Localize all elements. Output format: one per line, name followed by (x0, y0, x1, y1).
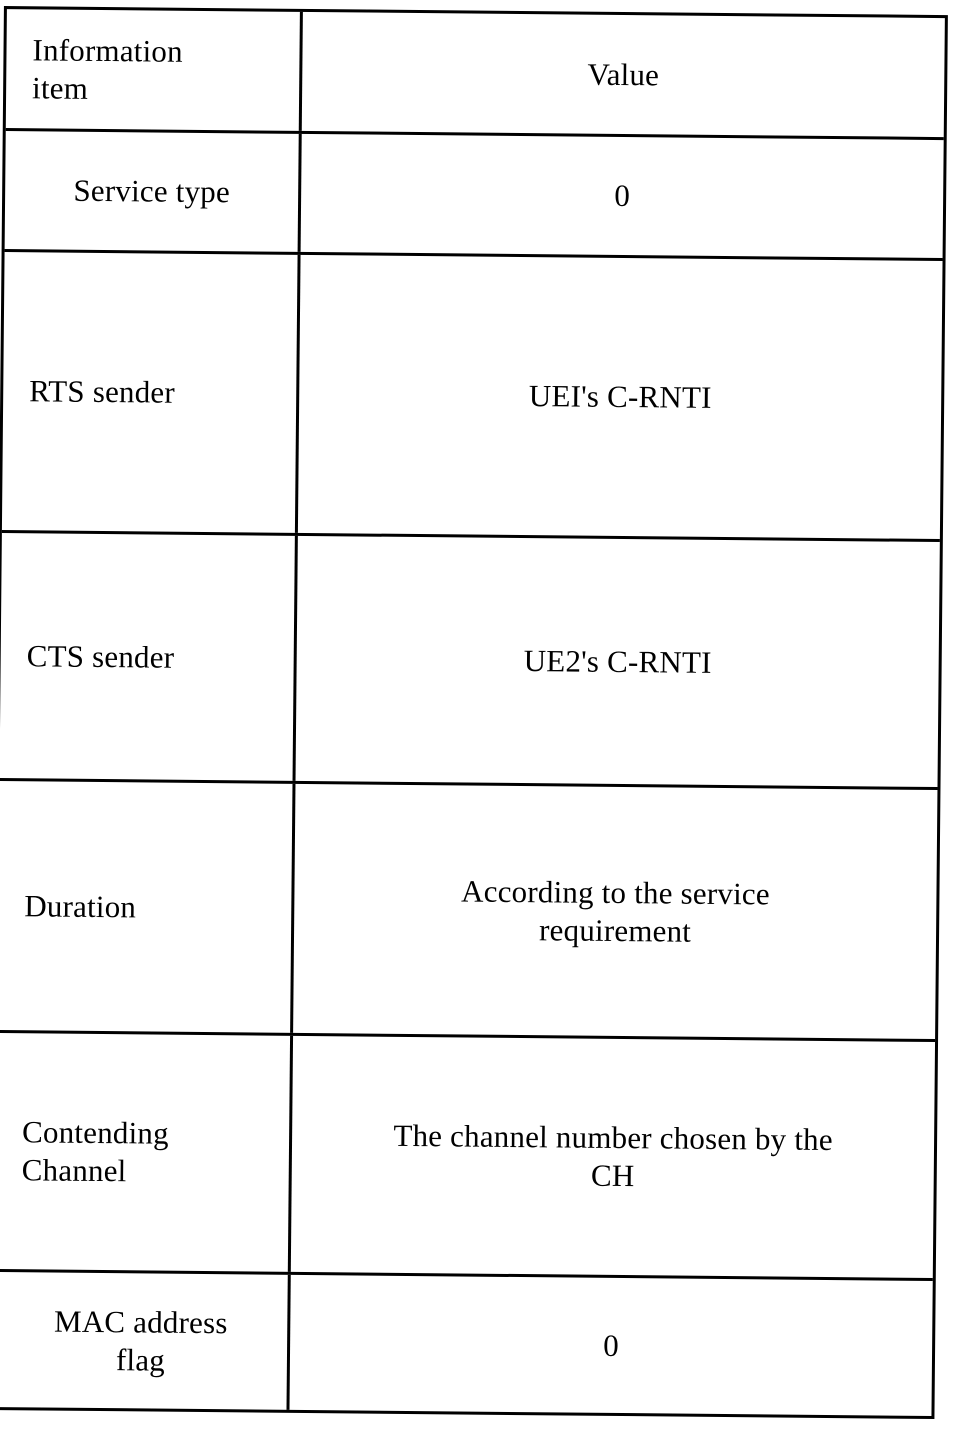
row-value-text: UEI's C-RNTI (528, 378, 712, 415)
row-value-text: 0 (603, 1327, 620, 1363)
table-row: CTS sender UE2's C-RNTI (0, 533, 940, 791)
row-label-cell: Duration (0, 781, 296, 1033)
table-row: RTS sender UEI's C-RNTI (1, 252, 943, 543)
row-value-text: UE2's C-RNTI (523, 642, 712, 680)
row-value-cell: According to the service requirement (293, 784, 937, 1039)
table-row: MAC address flag 0 (0, 1272, 933, 1416)
row-value-cell: The channel number chosen by the CH (291, 1036, 935, 1278)
row-label-cell: Service type (4, 131, 302, 252)
row-label-text: Duration (24, 887, 137, 924)
table-row: Service type 0 (4, 131, 944, 262)
row-label-text: Service type (73, 172, 231, 210)
row-label-text: Contending Channel (21, 1114, 169, 1189)
row-value-cell: UE2's C-RNTI (296, 536, 940, 787)
row-value-cell: 0 (301, 134, 944, 258)
table-header-row: Information item Value (5, 9, 945, 141)
column-header-value-text: Value (587, 56, 660, 92)
row-label-cell: CTS sender (0, 533, 298, 781)
table-row: Duration According to the service requir… (0, 781, 938, 1043)
row-label-cell: MAC address flag (0, 1272, 291, 1410)
column-header-information-item-text: Information item (31, 32, 183, 106)
row-value-text: According to the service requirement (460, 873, 770, 949)
row-label-text: RTS sender (29, 373, 176, 410)
row-label-cell: Contending Channel (0, 1033, 294, 1272)
row-label-text: MAC address flag (53, 1303, 228, 1378)
row-value-text: 0 (614, 178, 631, 214)
row-label-cell: RTS sender (1, 252, 301, 533)
column-header-information-item: Information item (5, 9, 303, 131)
row-value-cell: 0 (289, 1275, 932, 1416)
column-header-value: Value (302, 12, 945, 137)
information-value-table: Information item Value Service type 0 RT… (0, 6, 948, 1420)
row-value-text: The channel number chosen by the CH (393, 1118, 833, 1194)
row-value-cell: UEI's C-RNTI (298, 255, 943, 539)
row-label-text: CTS sender (26, 637, 175, 675)
table-row: Contending Channel The channel number ch… (0, 1033, 936, 1282)
